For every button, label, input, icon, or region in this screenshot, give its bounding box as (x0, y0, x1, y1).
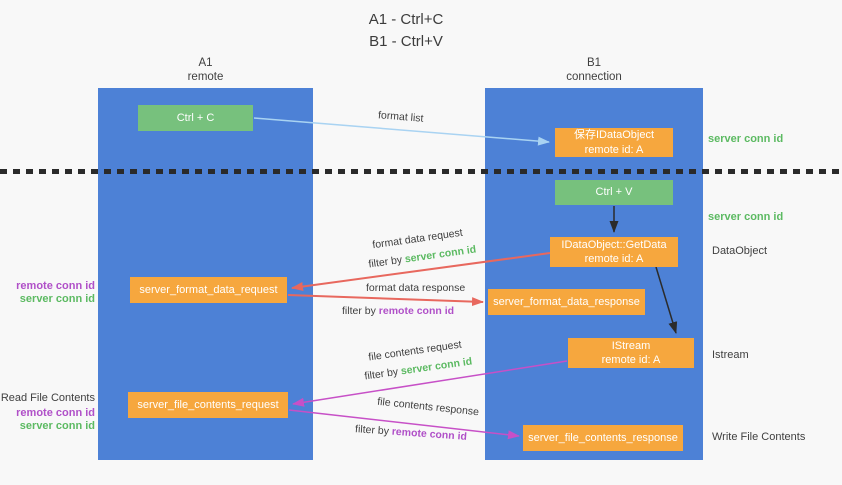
edge-label-filter-by-remote-conn-id-1: filter by remote conn id (342, 305, 454, 317)
server-conn-id-text: server conn id (400, 355, 473, 378)
filter-by-text: filter by (363, 365, 402, 383)
annotation-server-conn-id-mid: server conn id (708, 211, 784, 223)
edge-label-filter-by-remote-conn-id-2: filter by remote conn id (355, 423, 468, 443)
lifeline-a1-role: remote (187, 71, 224, 84)
node-file-response-label: server_file_contents_response (528, 431, 678, 444)
annotation-conn-ids-file: remote conn id server conn id (0, 407, 95, 433)
node-istream: IStream remote id: A (568, 338, 694, 368)
edge-label-format-list: format list (377, 109, 424, 125)
remote-conn-id-text: remote conn id (391, 425, 468, 443)
node-server-file-contents-request: server_file_contents_request (128, 392, 288, 418)
node-format-response-label: server_format_data_response (493, 295, 640, 308)
annotation-server-conn-id-top: server conn id (708, 133, 784, 145)
annotation-server-conn-id-left-1: server conn id (19, 293, 95, 306)
lifeline-b1-role: connection (566, 71, 622, 84)
node-ctrl-v-label: Ctrl + V (595, 186, 633, 199)
lifeline-b1-name: B1 (586, 57, 602, 69)
edge-label-format-data-response: format data response (366, 282, 466, 294)
filter-by-text: filter by (354, 423, 393, 438)
annotation-server-conn-id-left-2: server conn id (19, 420, 95, 433)
edge-label-file-contents-response: file contents response (376, 395, 480, 419)
filter-by-text: filter by (342, 305, 379, 317)
node-getdata-line1: IDataObject::GetData (561, 238, 667, 251)
lifeline-header-a1: A1 remote (98, 56, 313, 85)
lifeline-header-b1: B1 connection (485, 56, 703, 85)
title-line-b1: B1 - Ctrl+V (369, 32, 443, 50)
annotation-dataobject: DataObject (712, 245, 768, 257)
node-format-request-label: server_format_data_request (139, 283, 278, 296)
node-ctrl-c-label: Ctrl + C (176, 111, 215, 124)
node-save-idataobject-line1: 保存IDataObject (573, 129, 655, 142)
title-line-a1: A1 - Ctrl+C (368, 11, 444, 28)
annotation-remote-conn-id-2: remote conn id (16, 407, 95, 419)
filter-by-text: filter by (367, 253, 406, 271)
node-server-format-data-response: server_format_data_response (488, 289, 645, 315)
annotation-read-file-contents: Read File Contents (0, 392, 95, 404)
node-server-file-contents-response: server_file_contents_response (523, 425, 683, 451)
arrow-format-data-response (287, 294, 484, 307)
node-file-request-label: server_file_contents_request (137, 398, 279, 411)
annotation-conn-ids-format: remote conn id server conn id (0, 280, 95, 306)
phase-separator-dashed-line (0, 169, 842, 174)
node-istream-line2: remote id: A (601, 354, 661, 366)
annotation-write-file-contents: Write File Contents (712, 431, 806, 443)
node-save-idataobject: 保存IDataObject remote id: A (555, 128, 673, 157)
annotation-remote-conn-id-1: remote conn id (16, 280, 95, 292)
server-conn-id-text: server conn id (404, 243, 477, 266)
diagram-title: A1 - Ctrl+C B1 - Ctrl+V (0, 9, 812, 53)
remote-conn-id-text: remote conn id (378, 305, 455, 317)
node-ctrl-c: Ctrl + C (138, 105, 253, 131)
node-server-format-data-request: server_format_data_request (130, 277, 287, 303)
node-istream-line1: IStream (611, 339, 651, 352)
annotation-istream: Istream (712, 349, 749, 361)
node-ctrl-v: Ctrl + V (555, 180, 673, 205)
node-idataobject-getdata: IDataObject::GetData remote id: A (550, 237, 678, 267)
node-save-idataobject-line2: remote id: A (584, 143, 644, 156)
lifeline-a1-name: A1 (198, 57, 213, 69)
node-getdata-line2: remote id: A (584, 253, 644, 265)
